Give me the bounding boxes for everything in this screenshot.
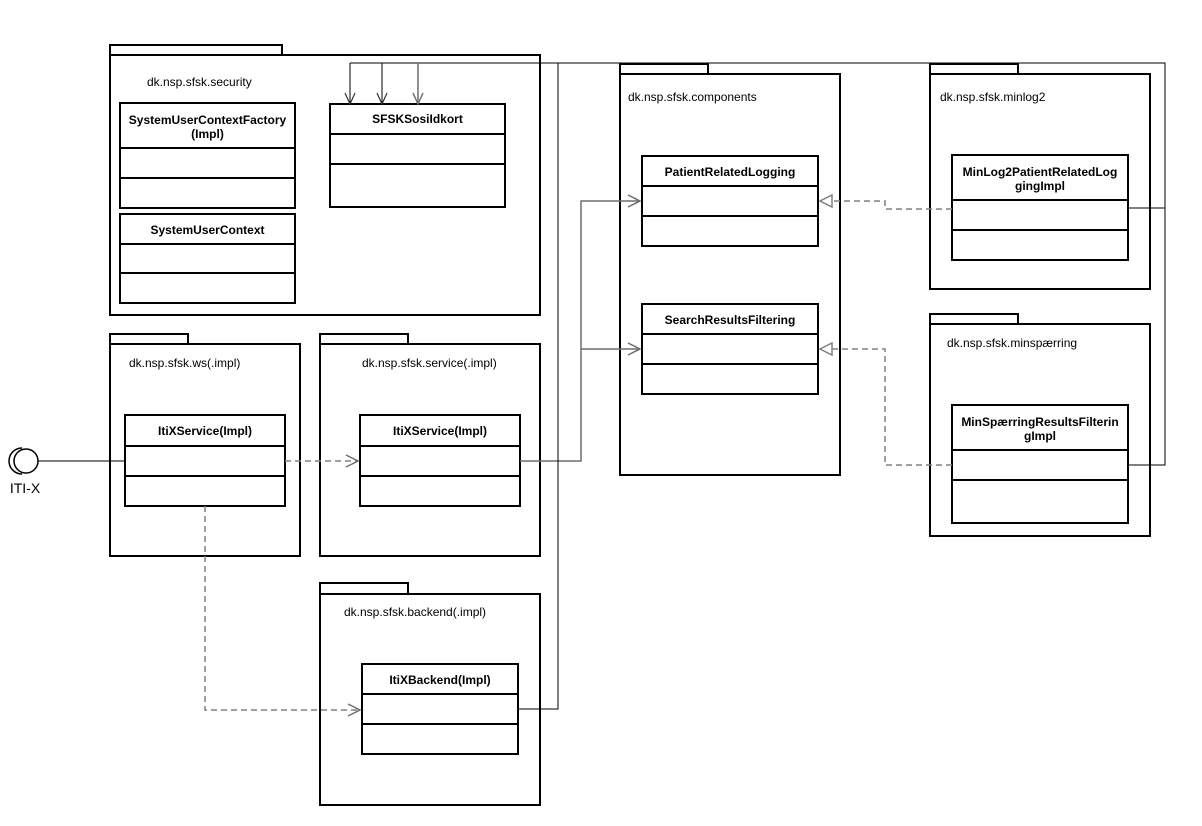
- dependency-ws-to-backend: [204, 506, 362, 717]
- class-name-line2: (Impl): [191, 127, 224, 141]
- package-tab: [929, 313, 1019, 325]
- package-tab: [619, 63, 709, 75]
- package-body: [619, 73, 841, 476]
- class-name: ItiXBackend(Impl): [389, 673, 490, 687]
- dependency-ws-to-service: [285, 454, 360, 468]
- open-arrowhead: [627, 194, 642, 208]
- class-system-user-context-factory[interactable]: SystemUserContextFactory (Impl): [119, 102, 296, 209]
- hollow-triangle-arrowhead: [818, 341, 833, 357]
- class-patient-related-logging[interactable]: PatientRelatedLogging: [641, 155, 819, 247]
- package-backend[interactable]: dk.nsp.sfsk.backend(.impl): [319, 582, 541, 806]
- class-name: MinLog2PatientRelatedLog: [963, 165, 1118, 179]
- class-ws-itix-service-impl[interactable]: ItiXService(Impl): [124, 414, 286, 507]
- class-minlog2-patient-related-logging-impl[interactable]: MinLog2PatientRelatedLog gingImpl: [951, 154, 1129, 261]
- package-name-minsparring: dk.nsp.sfsk.minspærring: [947, 336, 1077, 350]
- package-components[interactable]: dk.nsp.sfsk.components: [619, 63, 841, 476]
- open-arrowhead: [345, 454, 360, 468]
- interface-socket: [8, 447, 23, 475]
- package-name-service: dk.nsp.sfsk.service(.impl): [362, 356, 497, 370]
- hollow-triangle-arrowhead: [818, 193, 833, 209]
- open-arrowhead: [627, 342, 642, 356]
- class-service-itix-service-impl[interactable]: ItiXService(Impl): [359, 414, 521, 507]
- class-name: SearchResultsFiltering: [665, 313, 796, 327]
- interface-label: ITI-X: [10, 480, 41, 496]
- package-tab: [109, 44, 283, 56]
- association-to-sfsk-sosi-idkort: [344, 62, 1166, 710]
- class-system-user-context[interactable]: SystemUserContext: [119, 213, 296, 304]
- package-tab: [929, 63, 1019, 75]
- association-service-to-components: [520, 194, 642, 462]
- open-arrowhead: [344, 92, 356, 106]
- package-name-ws: dk.nsp.sfsk.ws(.impl): [129, 356, 240, 370]
- class-name: SFSKSosiIdkort: [372, 112, 463, 126]
- open-arrowhead: [412, 92, 424, 106]
- class-name-line2: gImpl: [1024, 429, 1056, 443]
- class-sfsk-sosi-idkort[interactable]: SFSKSosiIdkort: [329, 103, 506, 208]
- package-name-security: dk.nsp.sfsk.security: [147, 75, 252, 89]
- class-name: SystemUserContext: [150, 223, 264, 237]
- class-name: ItiXService(Impl): [393, 424, 487, 438]
- realization-minsparring-to-search-results-filtering: [818, 341, 952, 466]
- class-itix-backend-impl[interactable]: ItiXBackend(Impl): [361, 663, 519, 755]
- open-arrowhead: [347, 703, 362, 717]
- package-tab: [109, 333, 189, 345]
- class-name: MinSpærringResultsFilterin: [961, 415, 1118, 429]
- package-name-components: dk.nsp.sfsk.components: [628, 90, 757, 104]
- class-search-results-filtering[interactable]: SearchResultsFiltering: [641, 303, 819, 395]
- class-name: SystemUserContextFactory: [129, 113, 287, 127]
- class-name: ItiXService(Impl): [158, 424, 252, 438]
- class-minsparring-results-filtering-impl[interactable]: MinSpærringResultsFilterin gImpl: [951, 404, 1129, 524]
- class-name-line2: gingImpl: [1015, 179, 1065, 193]
- class-name: PatientRelatedLogging: [665, 165, 796, 179]
- package-name-minlog2: dk.nsp.sfsk.minlog2: [940, 90, 1046, 104]
- package-tab: [319, 582, 409, 595]
- realization-minlog2-to-patient-related-logging: [818, 193, 952, 210]
- interface-ball: [13, 448, 39, 474]
- open-arrowhead: [376, 92, 388, 106]
- package-name-backend: dk.nsp.sfsk.backend(.impl): [344, 605, 486, 619]
- package-tab: [319, 333, 409, 345]
- interface-iti-x[interactable]: ITI-X: [8, 447, 41, 496]
